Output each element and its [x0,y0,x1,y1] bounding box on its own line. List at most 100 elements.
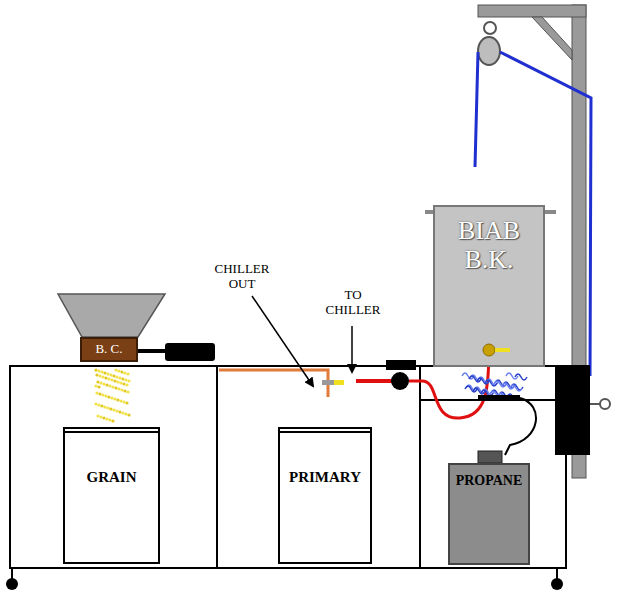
grain-speck [127,379,130,382]
grain-speck [127,413,130,416]
clamp-screw-knob [600,399,610,409]
grain-speck [104,376,107,379]
flame-lick [485,380,497,386]
gas-hose [505,398,536,455]
mill-shaft [138,349,166,353]
leader-arrow [351,326,353,372]
grain-speck [109,373,112,376]
grain-speck [125,383,128,386]
grain-speck [105,417,108,420]
grain-speck [118,376,121,379]
node-text: BIAB B.K. [449,217,529,274]
grain-bucket: GRAIN [63,427,160,564]
kettle-handle [425,210,433,214]
callout-label: CHILLER OUT [200,262,284,292]
grain-speck [101,375,104,378]
grain-speck [94,402,97,405]
hoist-beam [478,5,586,17]
grain-speck [94,368,97,371]
grain-speck [96,380,99,383]
bucket-rim [63,431,160,433]
grain-speck [113,379,116,382]
grain-speck [117,387,120,390]
grain-speck [125,401,128,404]
clamp-screw [590,403,600,405]
grain-speck [95,391,98,394]
grain-speck [100,370,103,373]
grain-speck [98,374,101,377]
node-text: PROPANE [456,473,523,488]
caster-wheel [551,578,563,590]
grain-speck [124,378,127,381]
drill-motor [165,343,215,361]
bucket-rim [278,431,372,433]
grain-speck [126,372,129,375]
pump-mount [386,360,416,370]
grain-speck [102,416,105,419]
bench-frame [10,366,566,568]
bench-divider [419,366,421,568]
grain-speck [105,383,108,386]
grain-speck [119,399,122,402]
grain-speck [119,381,122,384]
falling-grain [94,368,130,422]
grain-speck [115,409,118,412]
grain-speck [99,415,102,418]
grain-speck [103,371,106,374]
grain-speck [112,408,115,411]
propane-tank: PROPANE [448,463,530,565]
grain-hopper [58,294,165,337]
grain-speck [114,386,117,389]
grain-speck [118,410,121,413]
grain-speck [120,388,123,391]
tube-fitting [322,380,334,385]
post-clamp [555,365,590,455]
caster-wheel [6,578,18,590]
grain-speck [121,377,124,380]
grain-speck [122,400,125,403]
grain-speck [97,369,100,372]
grain-speck [121,411,124,414]
grain-speck [94,384,97,387]
grain-speck [126,390,129,393]
brew-kettle: BIAB B.K. [433,205,545,367]
grain-speck [110,378,113,381]
hook-ring [484,22,496,34]
grain-speck [115,375,118,378]
leader-arrow [252,296,313,386]
grain-speck [109,407,112,410]
grain-speck [122,382,125,385]
grain-speck [106,406,109,409]
grain-speck [111,385,114,388]
pump [391,372,409,390]
grain-speck [112,374,115,377]
grain-speck [116,380,119,383]
grain-speck [114,368,117,371]
node-text: GRAIN [86,469,136,486]
grain-speck [116,398,119,401]
node-text: PRIMARY [289,469,361,486]
flame-lick [510,385,522,391]
grain-speck [104,394,107,397]
grain-speck [95,373,98,376]
grain-speck [111,419,114,422]
grain-speck [99,381,102,384]
grain-speck [106,372,109,375]
grain-speck [107,377,110,380]
grain-speck [113,397,116,400]
bench-divider [216,366,218,568]
grain-speck [120,370,123,373]
grain-speck [124,412,127,415]
grain-speck [108,384,111,387]
grain-speck [103,405,106,408]
grain-speck [123,389,126,392]
tube-fitting [334,380,344,385]
grain-speck [102,382,105,385]
grain-speck [97,385,100,388]
kettle-handle [545,210,556,214]
grain-speck [123,371,126,374]
callout-label: TO CHILLER [316,288,390,318]
hoist-brace [532,17,572,60]
grain-speck [97,403,100,406]
